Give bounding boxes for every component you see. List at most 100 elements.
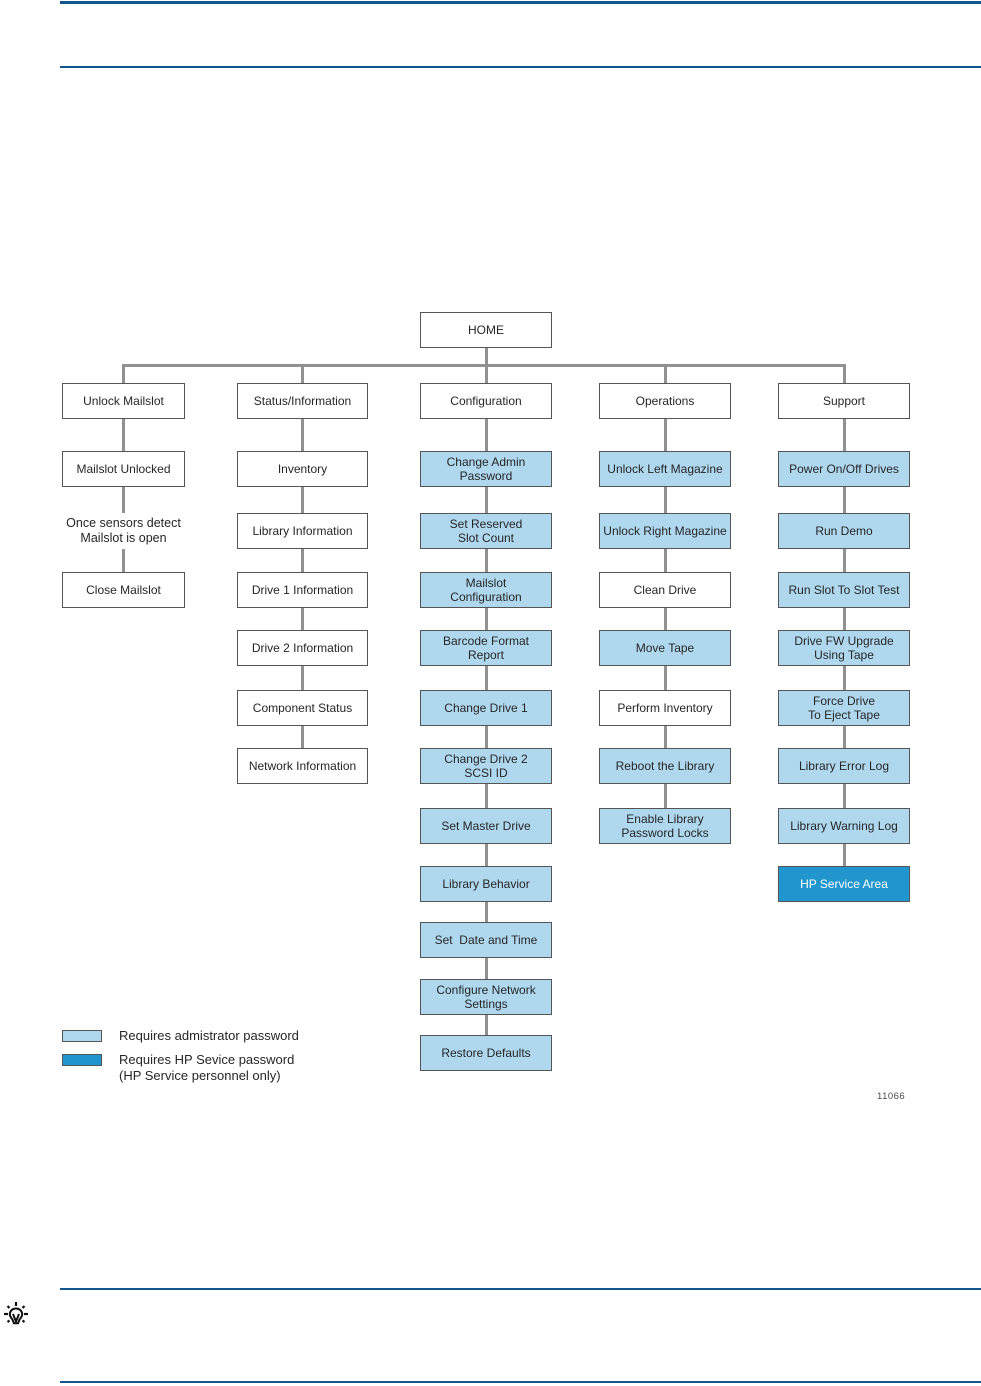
connector-line bbox=[484, 487, 488, 513]
menu-box-label: Close Mailslot bbox=[86, 582, 161, 597]
menu-box-power-on-off-drives: Power On/Off Drives bbox=[778, 451, 910, 487]
connector-line bbox=[484, 958, 488, 979]
connector-line bbox=[484, 784, 488, 808]
connector-line bbox=[122, 367, 125, 383]
menu-box-run-demo: Run Demo bbox=[778, 513, 910, 549]
menu-box-label: Library Information bbox=[252, 523, 353, 538]
menu-box-label: Configuration bbox=[450, 590, 522, 604]
connector-line bbox=[484, 666, 488, 690]
menu-box-label: Operations bbox=[635, 393, 695, 408]
menu-box-label: Move Tape bbox=[635, 640, 695, 655]
menu-box-drive-1-information: Drive 1 Information bbox=[237, 572, 368, 608]
menu-box-change-drive-1: Change Drive 1 bbox=[420, 690, 552, 726]
menu-box-label: Enable Library bbox=[626, 811, 704, 826]
menu-box-label: Power On/Off Drives bbox=[789, 461, 899, 476]
menu-box-label: Restore Defaults bbox=[441, 1045, 531, 1060]
connector-line bbox=[842, 419, 846, 451]
legend-text: (HP Service personnel only) bbox=[119, 1067, 281, 1083]
menu-box-label: Clean Drive bbox=[633, 582, 697, 597]
menu-box-configuration: Configuration bbox=[420, 383, 552, 419]
menu-box-label: To Eject Tape bbox=[808, 708, 880, 722]
connector-line bbox=[122, 364, 846, 367]
menu-box-label: Run Slot To Slot Test bbox=[788, 582, 900, 597]
menu-box-label: Password bbox=[459, 469, 513, 483]
menu-box-label: Unlock Right Magazine bbox=[603, 523, 727, 538]
connector-line bbox=[301, 419, 304, 451]
menu-box-label: Inventory bbox=[277, 461, 328, 476]
menu-box-label: Settings bbox=[464, 997, 508, 1011]
connector-line bbox=[484, 549, 488, 572]
menu-box-label: Reboot the Library bbox=[615, 758, 715, 773]
legend-item-service: Requires HP Sevice password (HP Service … bbox=[62, 1052, 299, 1084]
menu-box-library-behavior: Library Behavior bbox=[420, 866, 552, 902]
connector-line bbox=[484, 348, 488, 364]
menu-box-library-error-log: Library Error Log bbox=[778, 748, 910, 784]
menu-box-label: Unlock Left Magazine bbox=[607, 461, 723, 476]
legend-text: Requires HP Sevice password bbox=[119, 1051, 295, 1067]
menu-box-mailslot-unlocked: Mailslot Unlocked bbox=[62, 451, 185, 487]
menu-box-label: Drive 1 Information bbox=[251, 582, 354, 597]
connector-line bbox=[842, 367, 846, 383]
footer-upper-rule bbox=[60, 1288, 981, 1290]
menu-box-label: Force Drive bbox=[812, 693, 875, 708]
connector-line bbox=[484, 608, 488, 630]
connector-line bbox=[484, 419, 488, 451]
menu-box-label: Change Admin bbox=[446, 454, 526, 469]
menu-box-label: Once sensors detect bbox=[66, 516, 181, 531]
connector-line bbox=[842, 726, 846, 748]
tip-lightbulb-icon bbox=[4, 1302, 28, 1325]
menu-box-clean-drive: Clean Drive bbox=[599, 572, 731, 608]
menu-box-label: Drive 2 Information bbox=[251, 640, 354, 655]
connector-line bbox=[484, 726, 488, 748]
connector-line bbox=[663, 487, 667, 513]
connector-line bbox=[842, 844, 846, 866]
menu-box-home: HOME bbox=[420, 312, 552, 348]
figure-number: 11066 bbox=[877, 1091, 906, 1102]
header-rule bbox=[60, 66, 981, 68]
menu-box-label: Password Locks bbox=[621, 826, 709, 840]
menu-box-component-status: Component Status bbox=[237, 690, 368, 726]
connector-line bbox=[301, 487, 304, 513]
menu-box-label: HP Service Area bbox=[800, 876, 888, 891]
menu-box-inventory: Inventory bbox=[237, 451, 368, 487]
menu-box-label: Perform Inventory bbox=[617, 700, 713, 715]
menu-box-label: Using Tape bbox=[814, 648, 874, 662]
connector-line bbox=[842, 549, 846, 572]
menu-box-label: Set Master Drive bbox=[441, 818, 531, 833]
menu-box-restore-defaults: Restore Defaults bbox=[420, 1035, 552, 1071]
menu-box-unlock-right-magazine: Unlock Right Magazine bbox=[599, 513, 731, 549]
menu-box-label: Library Behavior bbox=[442, 876, 530, 891]
menu-box-label: HOME bbox=[468, 322, 504, 337]
menu-box-label: Library Error Log bbox=[798, 758, 890, 773]
menu-box-label: Component Status bbox=[252, 700, 353, 715]
menu-box-label: Slot Count bbox=[457, 531, 515, 545]
menu-box-library-warning-log: Library Warning Log bbox=[778, 808, 910, 844]
connector-line bbox=[663, 419, 667, 451]
menu-box-label: Set Date and Time bbox=[434, 932, 538, 947]
menu-box-hp-service-area: HP Service Area bbox=[778, 866, 910, 902]
connector-line bbox=[663, 608, 667, 630]
legend-text: Requires admistrator password bbox=[119, 1028, 299, 1043]
connector-line bbox=[484, 1015, 488, 1035]
connector-line bbox=[301, 726, 304, 748]
connector-line bbox=[301, 549, 304, 572]
connector-line bbox=[842, 608, 846, 630]
menu-box-operations: Operations bbox=[599, 383, 731, 419]
connector-line bbox=[842, 487, 846, 513]
connector-line bbox=[301, 666, 304, 690]
menu-box-label: Status/Information bbox=[253, 393, 352, 408]
legend-item-admin: Requires admistrator password bbox=[62, 1028, 299, 1044]
connector-line bbox=[122, 487, 125, 513]
menu-box-label: Change Drive 1 bbox=[444, 700, 528, 715]
menu-box-label: Unlock Mailslot bbox=[83, 393, 164, 408]
menu-box-network-information: Network Information bbox=[237, 748, 368, 784]
menu-box-unlock-mailslot: Unlock Mailslot bbox=[62, 383, 185, 419]
